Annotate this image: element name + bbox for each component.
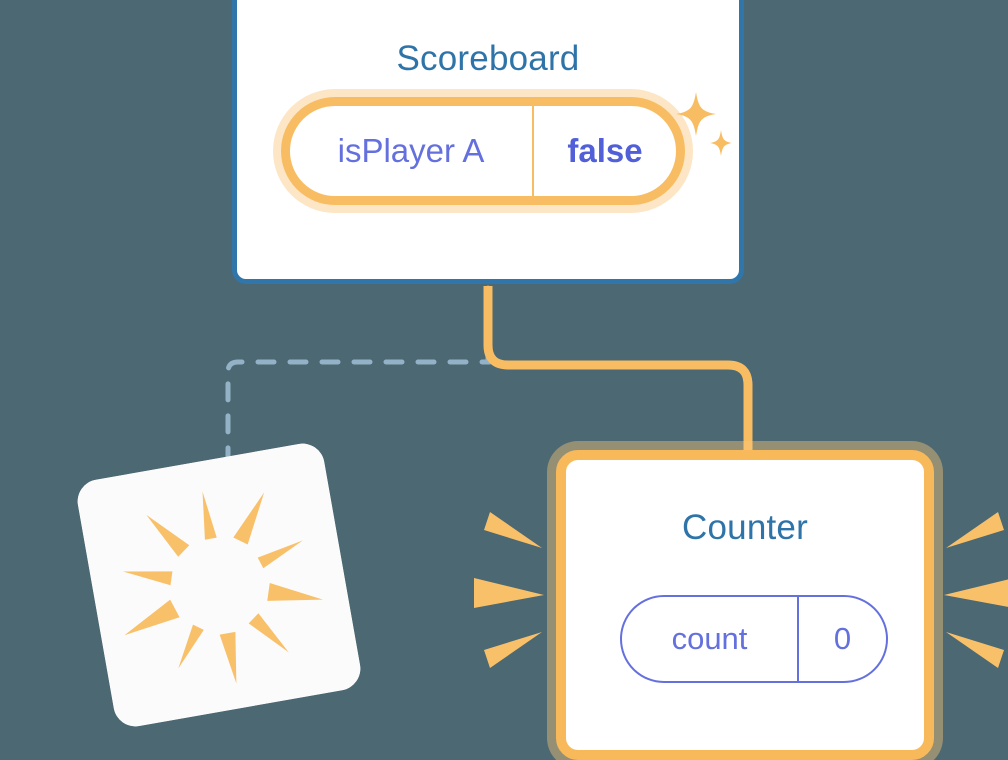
render-flash-card <box>74 440 364 730</box>
burst-spikes-icon <box>474 512 544 668</box>
state-pill-counter[interactable]: count 0 <box>620 595 888 683</box>
sparkles-group <box>676 92 732 156</box>
counter-title: Counter <box>682 508 808 547</box>
sparkle-icon <box>710 130 732 156</box>
component-card-counter[interactable]: Counter count 0 <box>556 450 934 760</box>
sparkle-icon <box>676 92 716 136</box>
counter-burst-left <box>474 512 544 668</box>
scoreboard-title: Scoreboard <box>396 39 580 78</box>
connector-scoreboard-to-counter <box>483 286 753 462</box>
state-value-isplayera: false <box>567 132 643 169</box>
state-value-count: 0 <box>833 621 852 656</box>
state-key-count: count <box>622 597 799 681</box>
state-pill-scoreboard[interactable]: isPlayer A false <box>281 97 685 205</box>
burst-spikes-icon <box>944 512 1008 668</box>
state-key-isplayera: isPlayer A <box>290 106 534 196</box>
counter-burst-right <box>944 512 1008 668</box>
render-flash-icon <box>77 443 361 727</box>
component-card-scoreboard[interactable]: Scoreboard isPlayer A false <box>232 0 744 284</box>
connector-scoreboard-to-flash-card <box>225 285 491 473</box>
